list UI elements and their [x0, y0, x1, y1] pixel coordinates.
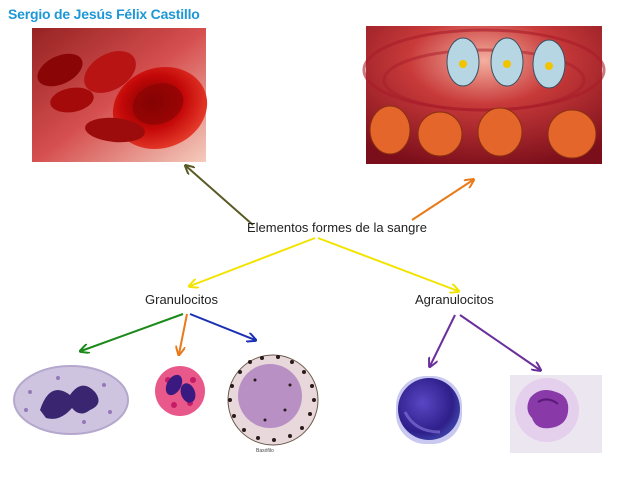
cartoon-blood-cells-image: [362, 26, 606, 164]
arrow-to-granulocitos: [190, 237, 316, 286]
arrow-to-monocyte: [459, 314, 540, 370]
agranulocitos-label: Agranulocitos: [415, 292, 494, 307]
arrow-to-neutrophil: [81, 313, 184, 351]
central-concept: Elementos formes de la sangre: [247, 220, 427, 235]
lymphocyte-image: [396, 376, 462, 444]
arrow-to-cartoon-image: [411, 180, 473, 221]
red-blood-cells-image: [32, 28, 208, 162]
author-name: Sergio de Jesús Félix Castillo: [8, 6, 200, 22]
granulocitos-label: Granulocitos: [145, 292, 218, 307]
arrow-to-lymphocyte: [430, 314, 456, 366]
arrow-to-basophil: [189, 313, 255, 340]
neutrophil-image: [13, 365, 129, 435]
basophil-image: [227, 354, 319, 446]
arrow-to-red-blood-cells: [186, 166, 254, 226]
arrow-to-eosinophil: [179, 313, 188, 354]
basophil-caption: Basófilo: [256, 448, 274, 454]
monocyte-image: [510, 375, 602, 453]
arrow-to-agranulocitos: [317, 237, 458, 291]
eosinophil-image: [155, 366, 205, 416]
